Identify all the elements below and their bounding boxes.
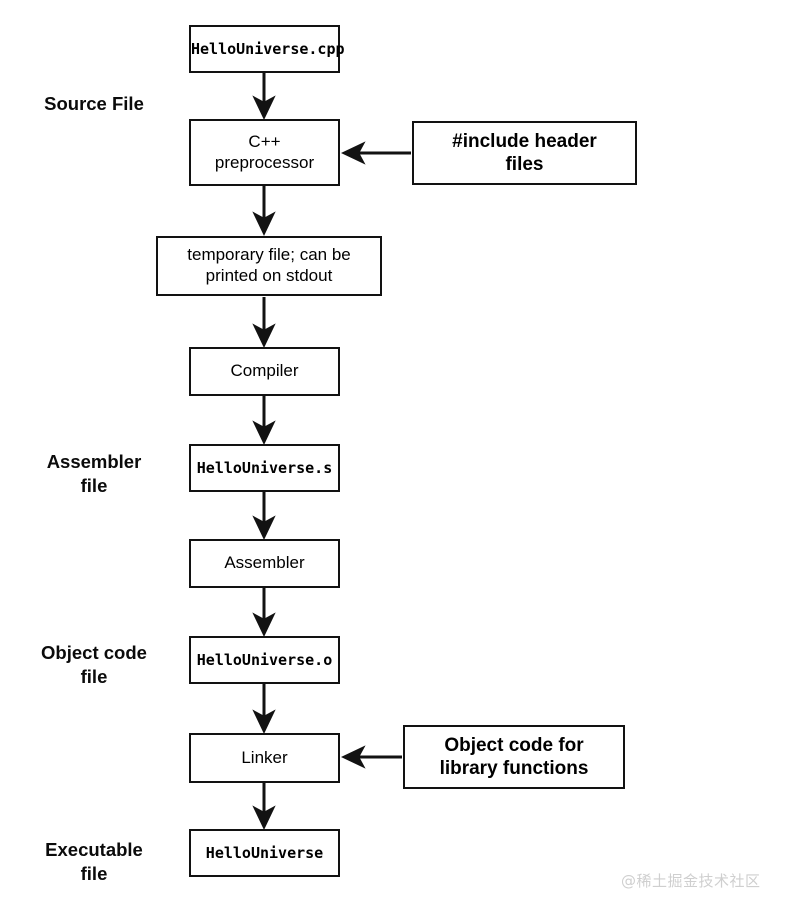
node-hellouniverse-s[interactable]: HelloUniverse.s [189, 444, 340, 492]
node-hellouniverse-o[interactable]: HelloUniverse.o [189, 636, 340, 684]
node-cpp-preprocessor-label: C++ preprocessor [214, 131, 315, 172]
node-compiler[interactable]: Compiler [189, 347, 340, 396]
node-compiler-label: Compiler [230, 361, 299, 381]
node-hellouniverse-cpp[interactable]: HelloUniverse.cpp [189, 25, 345, 73]
node-assembler[interactable]: Assembler [189, 539, 340, 588]
stage-label-executable-file: Executable file [45, 839, 143, 885]
node-hellouniverse-o-label: HelloUniverse.o [196, 650, 333, 669]
stage-label-assembler-file: Assembler file [46, 451, 142, 497]
node-temporary-file[interactable]: temporary file; can be printed on stdout [156, 236, 382, 296]
node-hellouniverse-cpp-label: HelloUniverse.cpp [191, 39, 345, 58]
node-temporary-file-label: temporary file; can be printed on stdout [187, 245, 351, 285]
node-hellouniverse-exe-label: HelloUniverse [205, 843, 324, 862]
node-linker-label: Linker [241, 747, 288, 767]
node-include-header-files[interactable]: #include header files [412, 121, 637, 185]
node-assembler-label: Assembler [224, 553, 305, 573]
node-hellouniverse-exe[interactable]: HelloUniverse [189, 829, 340, 877]
node-object-code-library-label: Object code for library functions [439, 734, 589, 779]
stage-label-source-file: Source File [44, 93, 144, 114]
node-linker[interactable]: Linker [189, 733, 340, 783]
node-include-header-files-label: #include header files [452, 130, 597, 175]
node-cpp-preprocessor[interactable]: C++ preprocessor [189, 119, 340, 186]
stage-label-object-code-file: Object code file [41, 642, 147, 688]
node-hellouniverse-s-label: HelloUniverse.s [196, 458, 333, 477]
watermark-text: @稀土掘金技术社区 [621, 872, 761, 890]
node-object-code-library[interactable]: Object code for library functions [403, 725, 625, 789]
